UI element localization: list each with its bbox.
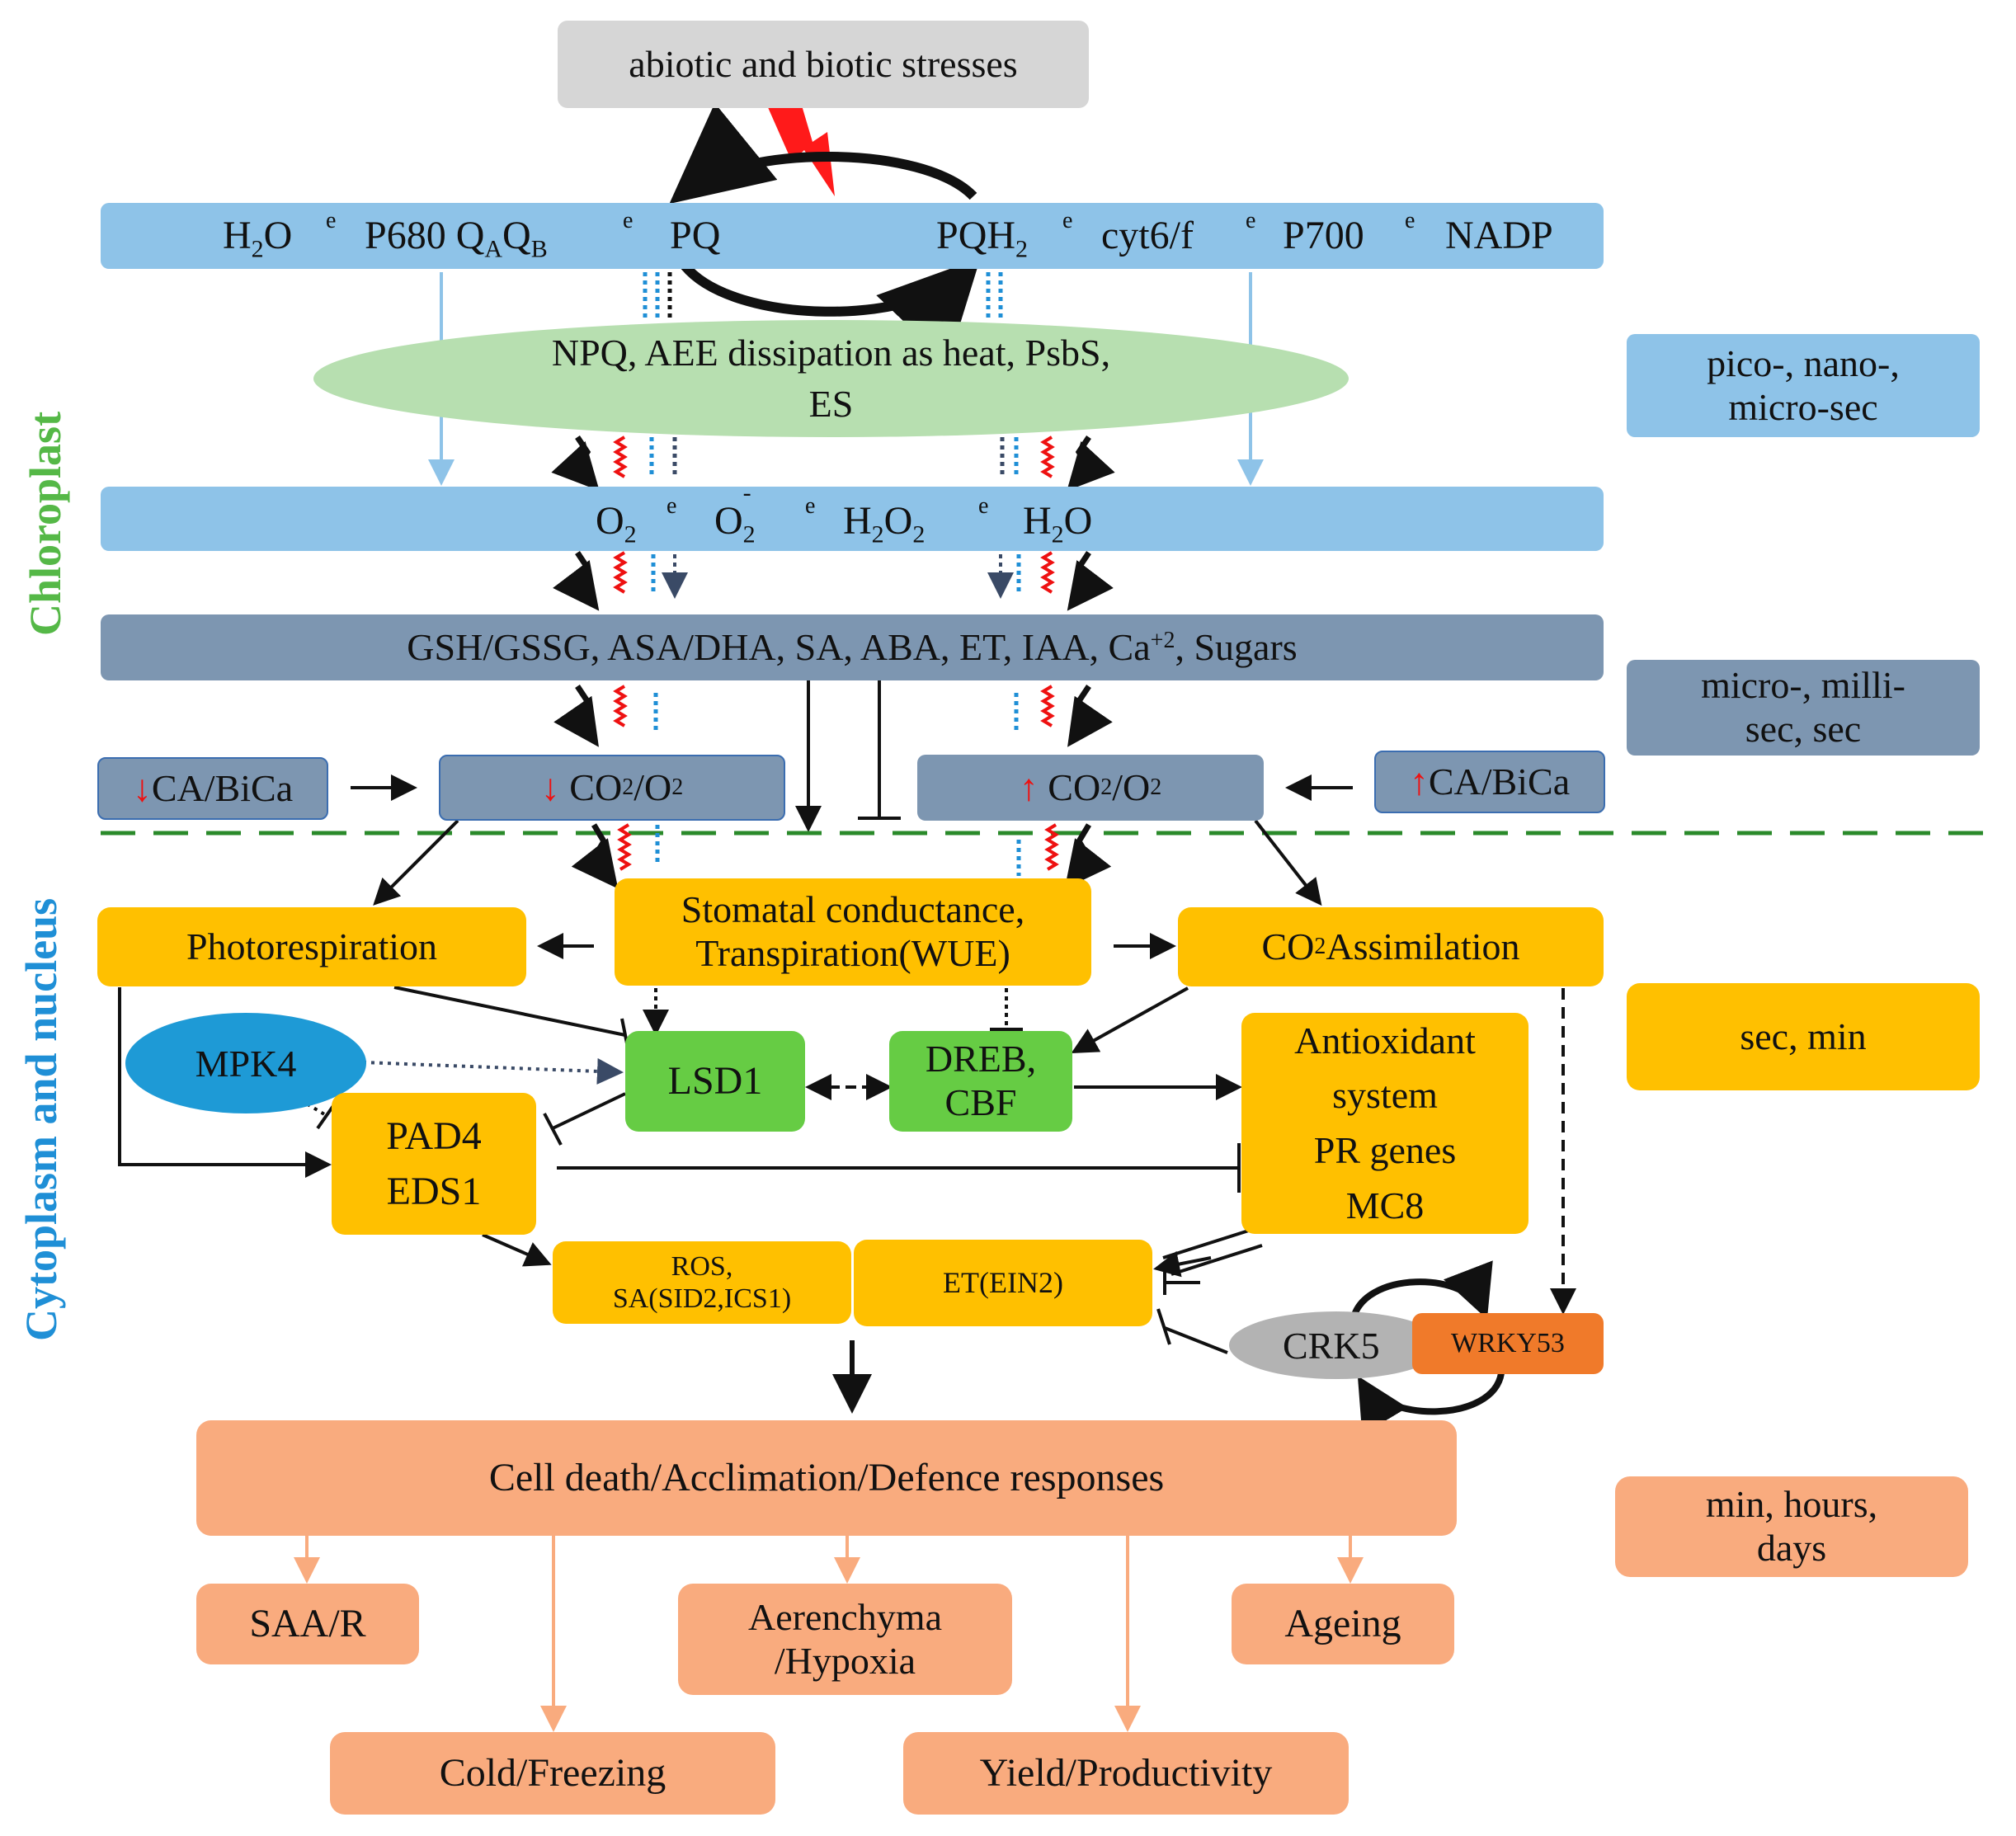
aerenchyma-box: Aerenchyma/Hypoxia [678, 1584, 1012, 1695]
e-label-5: e [1405, 208, 1415, 233]
signal-group-l2 [553, 551, 688, 611]
h2o-product-label: H2O [1023, 499, 1093, 548]
cycle-arrow-bottom [681, 257, 981, 364]
timescale-pico: pico-, nano-,micro-sec [1627, 334, 1980, 437]
cyt6f-label: cyt6/f [1101, 214, 1194, 257]
et-ein2-box: ET(EIN2) [854, 1240, 1152, 1326]
stomatal-box: Stomatal conductance,Transpiration(WUE) [615, 878, 1091, 986]
e-label-2: e [623, 208, 634, 233]
chloroplast-label: Chloroplast [21, 411, 70, 636]
timescale-min: min, hours,days [1615, 1476, 1968, 1577]
timescale-sec: sec, min [1627, 983, 1980, 1090]
e-label-1: e [326, 208, 337, 233]
down-arrow-icon: ↓ [540, 765, 560, 808]
cell-death-box: Cell death/Acclimation/Defence responses [196, 1420, 1457, 1536]
timescale-micro: micro-, milli-sec, sec [1627, 660, 1980, 756]
pq-label: PQ [670, 214, 721, 257]
o2-label: O2 [596, 499, 637, 548]
signal-group-r1 [1000, 435, 1115, 492]
signal-group-r2 [987, 551, 1114, 611]
cycle-arrow-top [669, 102, 977, 205]
stress-box: abiotic and biotic stresses [558, 21, 1089, 108]
mpk4-ellipse: MPK4 [125, 1013, 366, 1113]
yield-productivity-box: Yield/Productivity [903, 1732, 1349, 1815]
electron-transport-bar [101, 203, 1604, 269]
signal-group-l3 [553, 685, 658, 747]
crk5-ellipse: CRK5 [1229, 1311, 1444, 1379]
h2o-label: H2O [223, 214, 293, 263]
lsd1-box: LSD1 [625, 1031, 805, 1132]
signaling-molecules-bar: GSH/GSSG, ASA/DHA, SA, ABA, ET, IAA, Ca+… [101, 614, 1604, 680]
ros-bar [101, 487, 1604, 551]
wrky53-box: WRKY53 [1412, 1313, 1604, 1374]
npq-ellipse: NPQ, AEE dissipation as heat, PsbS, ES [313, 320, 1349, 437]
down-arrow-icon: ↓ [132, 766, 152, 809]
saa-r-box: SAA/R [196, 1584, 419, 1664]
e-label-6: e [667, 493, 677, 519]
pqh2-label: PQH2 [936, 214, 1029, 263]
h2o2-label: H2O2 [843, 499, 926, 548]
ros-sa-box: ROS,SA(SID2,ICS1) [553, 1241, 851, 1324]
nadp-label: NADP [1445, 214, 1553, 257]
e-label-8: e [978, 493, 989, 519]
p680-label: P680 QAQB [365, 214, 548, 263]
e-label-7: e [805, 493, 816, 519]
cytoplasm-nucleus-label: Cytoplasm and nucleus [16, 897, 66, 1341]
p700-label: P700 [1283, 214, 1364, 257]
superoxide-label: O-2 [714, 479, 756, 548]
lightning-icon [767, 106, 835, 196]
up-arrow-icon: ↑ [1019, 765, 1039, 808]
photorespiration-box: Photorespiration [97, 907, 526, 986]
ca-bica-right: ↑CA/BiCa [1374, 751, 1605, 813]
signal-group-l1 [551, 435, 677, 492]
signal-group-r3 [1014, 685, 1113, 747]
dreb-cbf-box: DREB,CBF [889, 1031, 1072, 1132]
ca-bica-left: ↓CA/BiCa [97, 757, 328, 820]
e-label-4: e [1246, 208, 1256, 233]
up-arrow-icon: ↑ [1409, 760, 1429, 803]
ageing-box: Ageing [1232, 1584, 1454, 1664]
e-label-3: e [1062, 208, 1073, 233]
cold-freezing-box: Cold/Freezing [330, 1732, 775, 1815]
